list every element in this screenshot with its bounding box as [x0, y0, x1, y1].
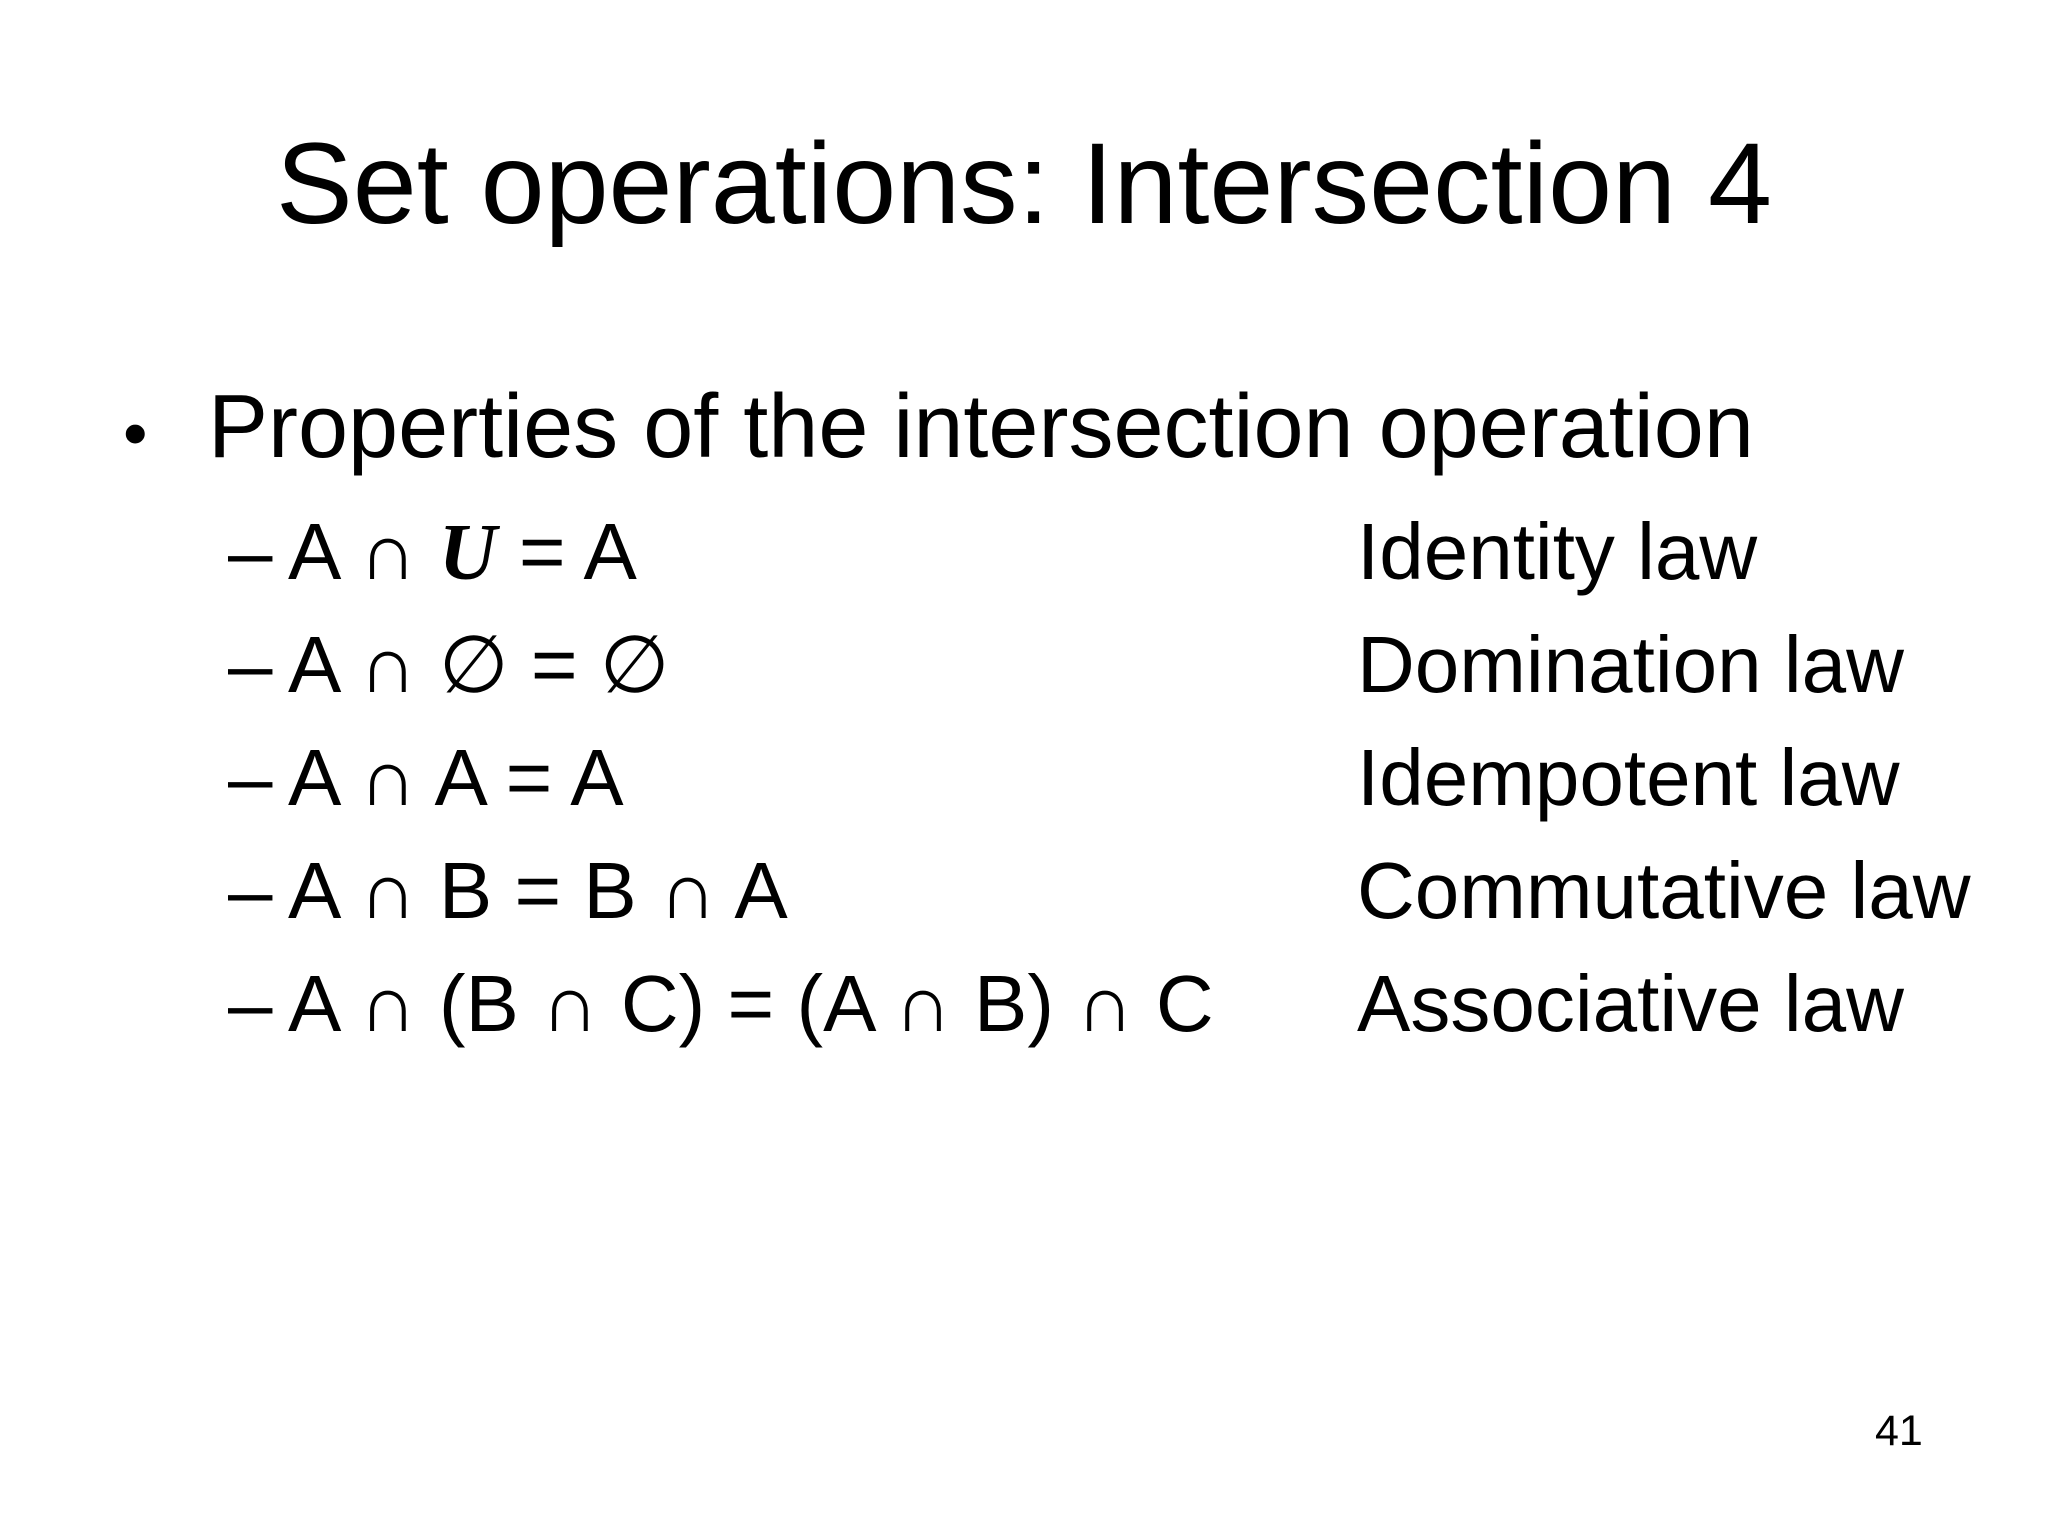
- equation-domination: –A ∩ ∅ = ∅: [228, 608, 1357, 721]
- property-row-domination: –A ∩ ∅ = ∅ Domination law: [228, 608, 2048, 721]
- property-row-idempotent: –A ∩ A = A Idempotent law: [228, 721, 2048, 834]
- dash-icon: –: [228, 620, 273, 709]
- law-label-identity: Identity law: [1357, 507, 1758, 596]
- dash-icon: –: [228, 733, 273, 822]
- equation-text: A ∩ ∅ = ∅: [288, 620, 670, 709]
- equation-idempotent: –A ∩ A = A: [228, 721, 1357, 834]
- equation-identity: –A ∩ U = A: [228, 495, 1357, 610]
- bullet-line: • Properties of the intersection operatio…: [123, 373, 1754, 481]
- law-label-idempotent: Idempotent law: [1357, 733, 1900, 822]
- law-label-commutative: Commutative law: [1357, 846, 1971, 935]
- law-label-associative: Associative law: [1357, 959, 1904, 1048]
- law-label-domination: Domination law: [1357, 620, 1904, 709]
- property-row-identity: –A ∩ U = A Identity law: [228, 495, 2048, 608]
- equation-associative: –A ∩ (B ∩ C) = (A ∩ B) ∩ C: [228, 947, 1357, 1060]
- page-title: Set operations: Intersection 4: [276, 120, 1772, 248]
- equation-text: A ∩ (B ∩ C) = (A ∩ B) ∩ C: [288, 959, 1214, 1048]
- universal-set-symbol: U: [438, 509, 497, 597]
- property-row-associative: –A ∩ (B ∩ C) = (A ∩ B) ∩ C Associative l…: [228, 947, 2048, 1060]
- equation-text: A ∩ A = A: [288, 733, 624, 822]
- equation-text-pre: A ∩: [288, 507, 439, 596]
- dash-icon: –: [228, 507, 273, 596]
- page-number: 41: [1875, 1407, 1923, 1455]
- equation-commutative: –A ∩ B = B ∩ A: [228, 834, 1357, 947]
- properties-list: –A ∩ U = A Identity law –A ∩ ∅ = ∅ Domin…: [228, 495, 2048, 1060]
- bullet-text: Properties of the intersection operation: [208, 377, 1754, 477]
- equation-text: A ∩ B = B ∩ A: [288, 846, 788, 935]
- equation-text-post: = A: [496, 507, 637, 596]
- dash-icon: –: [228, 846, 273, 935]
- dash-icon: –: [228, 959, 273, 1048]
- property-row-commutative: –A ∩ B = B ∩ A Commutative law: [228, 834, 2048, 947]
- bullet-icon: •: [123, 394, 148, 472]
